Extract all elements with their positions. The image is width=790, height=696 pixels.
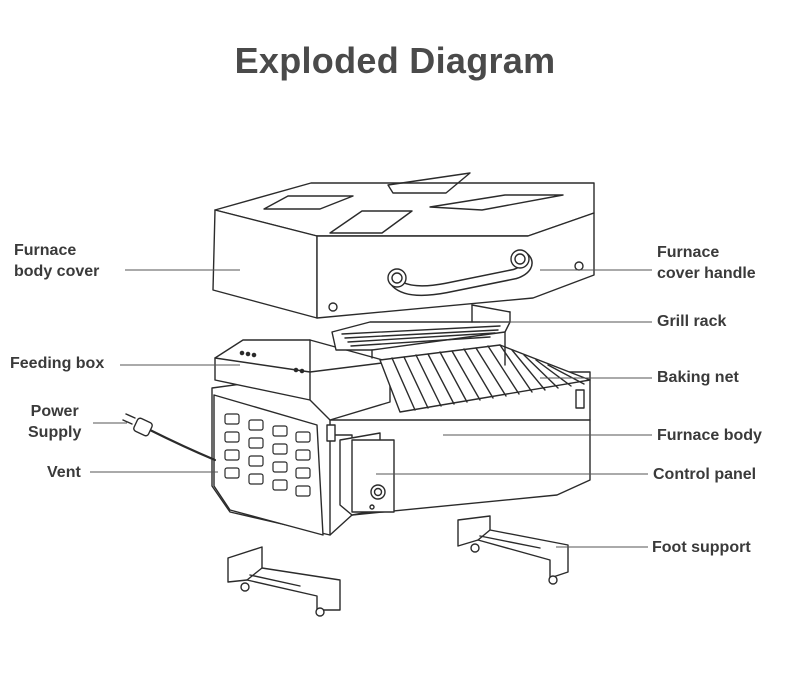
feeding-box-part: [214, 339, 391, 421]
label-power-supply: Power Supply: [28, 403, 82, 441]
furnace-cover-handle-part: [387, 249, 533, 297]
label-vent: Vent: [47, 464, 81, 481]
label-grill-rack: Grill rack: [657, 313, 727, 330]
label-baking-net: Baking net: [657, 369, 739, 386]
label-foot-support: Foot support: [652, 539, 751, 556]
label-furnace-body-cover: Furnace body cover: [14, 242, 100, 280]
foot-support-right-part: [457, 515, 569, 585]
baking-net-part: [379, 344, 591, 413]
label-furnace-cover-handle: Furnace cover handle: [657, 244, 756, 282]
label-furnace-body: Furnace body: [657, 427, 762, 444]
vent-part: [213, 394, 324, 536]
grill-rack-part: [331, 304, 511, 366]
power-supply-part: [122, 413, 217, 462]
label-feeding-box: Feeding box: [10, 355, 105, 372]
foot-support-left-part: [227, 546, 341, 617]
label-control-panel: Control panel: [653, 466, 757, 483]
furnace-body-cover-part: [212, 172, 595, 319]
diagram-title: Exploded Diagram: [234, 40, 556, 81]
control-panel-part: [339, 432, 395, 516]
